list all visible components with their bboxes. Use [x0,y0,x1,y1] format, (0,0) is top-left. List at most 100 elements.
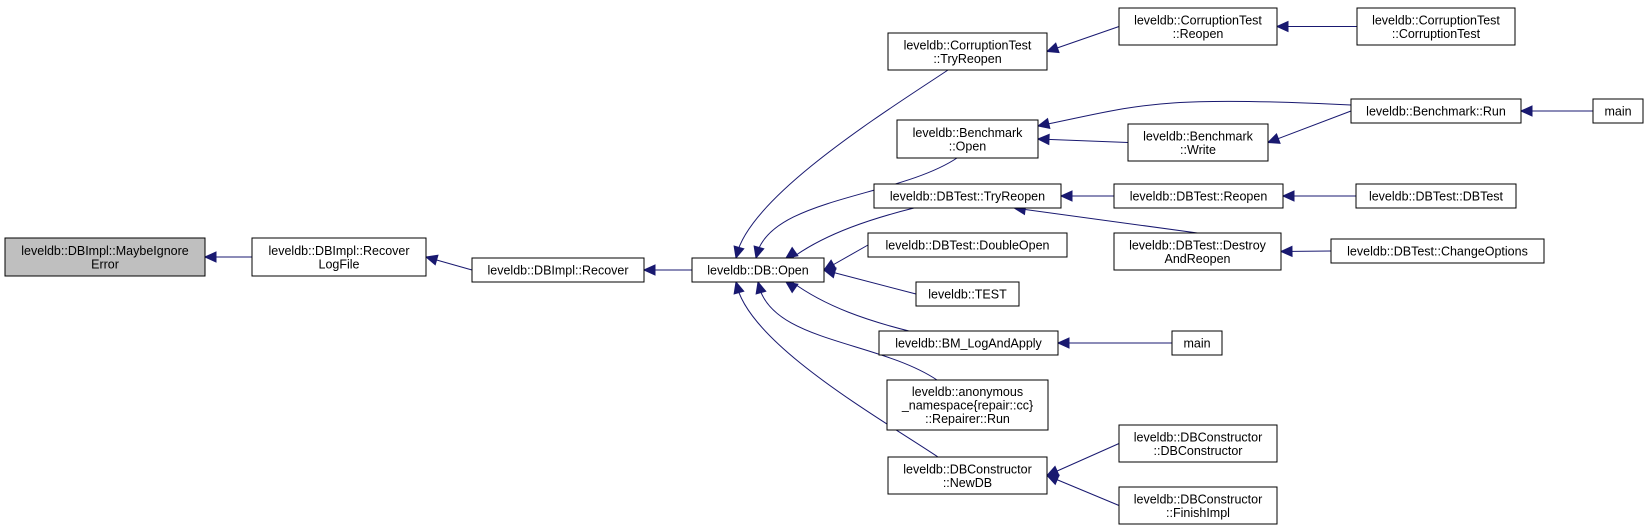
edge-recover-to-recoverlog [424,254,473,271]
node-label: leveldb::DBConstructor [903,462,1032,476]
node-box [873,183,1062,209]
arrowhead [1036,117,1051,130]
node-label: main [1183,337,1210,351]
node-ct_reopen[interactable]: leveldb::CorruptionTest::Reopen [1118,7,1278,46]
node-dbc_ctor[interactable]: leveldb::DBConstructor::DBConstructor [1118,424,1278,463]
arrowhead [785,281,799,294]
arrowhead [203,251,217,263]
node-box [1113,232,1282,271]
node-label: leveldb::DBTest::Destroy [1129,238,1267,252]
node-bm_write[interactable]: leveldb::Benchmark::Write [1127,123,1269,162]
node-ct_tryreopen[interactable]: leveldb::CorruptionTest::TryReopen [887,32,1048,71]
edge-main1-to-bm_run [1519,105,1593,117]
arrowhead [1045,474,1060,486]
node-label: leveldb::DBTest::DBTest [1369,190,1504,204]
node-label: ::DBConstructor [1154,444,1243,458]
node-dbt_doubleopen[interactable]: leveldb::DBTest::DoubleOpen [867,232,1068,258]
node-box [1330,238,1545,264]
edge-bm_write-to-bm_open [1036,133,1129,146]
edge-main2-to-bm_logapply [1056,337,1172,349]
node-label: leveldb::DBTest::DoubleOpen [886,239,1050,253]
node-dbt_dbtest[interactable]: leveldb::DBTest::DBTest [1355,183,1517,209]
node-label: leveldb::DBTest::ChangeOptions [1347,245,1528,259]
call-nodes: leveldb::DBImpl::MaybeIgnoreErrorleveldb… [4,7,1644,525]
arrowhead [1519,105,1533,117]
arrowhead [1059,190,1073,202]
node-dbt_changeopt[interactable]: leveldb::DBTest::ChangeOptions [1330,238,1545,264]
node-dbt_tryreopen[interactable]: leveldb::DBTest::TryReopen [873,183,1062,209]
node-label: leveldb::CorruptionTest [1372,13,1500,27]
node-label: leveldb::CorruptionTest [904,38,1032,52]
node-label: leveldb::anonymous [912,385,1023,399]
node-label: ::Write [1180,143,1216,157]
node-newdb[interactable]: leveldb::DBConstructor::NewDB [887,456,1048,495]
arrowhead [1281,190,1295,202]
node-recover[interactable]: leveldb::DBImpl::Recover [471,257,645,283]
edge-dbopen-to-recover [642,264,692,276]
node-dbopen[interactable]: leveldb::DB::Open [691,257,825,283]
node-box [4,237,206,277]
node-box [887,456,1048,495]
node-box [471,257,645,283]
node-label: ::Reopen [1173,27,1224,41]
arrowhead [1275,20,1289,33]
edge-dbt_reopen-to-dbt_tryreopen [1059,190,1114,202]
node-label: ::Open [949,139,987,153]
edge-dbt_changeopt-to-dbt_destroy [1279,245,1332,258]
node-label: leveldb::BM_LogAndApply [895,337,1042,351]
arrowhead [822,267,837,279]
node-label: ::Repairer::Run [925,412,1010,426]
node-label: leveldb::CorruptionTest [1134,13,1262,27]
arrowhead [733,280,745,295]
node-box [915,281,1020,307]
node-label: ::NewDB [943,476,992,490]
arrowhead [755,280,767,295]
node-box [886,379,1049,431]
arrowhead [1036,133,1050,146]
node-test[interactable]: leveldb::TEST [915,281,1020,307]
arrowhead [642,264,656,276]
node-label: leveldb::Benchmark [1143,129,1254,143]
node-label: leveldb::DBConstructor [1134,430,1263,444]
node-box [887,32,1048,71]
node-bm_open[interactable]: leveldb::Benchmark::Open [896,119,1039,159]
node-label: main [1604,105,1631,119]
arrowhead [424,254,439,266]
node-repairer[interactable]: leveldb::anonymous_namespace{repair::cc}… [886,379,1049,431]
node-box [1592,98,1644,124]
edge-ct_reopen-to-ct_tryreopen [1045,26,1120,54]
edge-newdb-to-dbopen [733,280,939,458]
node-box [251,237,427,277]
edge-bm_logapply-to-dbopen [785,281,910,332]
edge-test-to-dbopen [822,267,917,295]
arrowhead [785,246,799,259]
node-box [691,257,825,283]
node-label: ::TryReopen [933,52,1001,66]
node-bm_run[interactable]: leveldb::Benchmark::Run [1350,98,1522,124]
node-box [1356,7,1516,46]
node-label: leveldb::DBTest::Reopen [1130,190,1268,204]
node-dbt_reopen[interactable]: leveldb::DBTest::Reopen [1113,183,1284,209]
edge-dbc_finish-to-newdb [1045,474,1120,506]
edge-repairer-to-dbopen [755,280,938,381]
node-main1[interactable]: main [1592,98,1644,124]
node-label: _namespace{repair::cc} [901,399,1033,413]
node-dbc_finish[interactable]: leveldb::DBConstructor::FinishImpl [1118,486,1278,525]
arrowhead [1045,42,1060,54]
node-box [1113,183,1284,209]
edge-ct_ctor-to-ct_reopen [1275,20,1357,33]
node-box [1118,486,1278,525]
arrowhead [753,245,765,260]
edge-bm_run-to-bm_write [1266,110,1352,144]
node-bm_logapply[interactable]: leveldb::BM_LogAndApply [878,330,1059,356]
arrowhead [1056,337,1070,349]
node-label: leveldb::DBConstructor [1134,492,1263,506]
edge-ct_tryreopen-to-dbopen [733,69,949,260]
node-main2[interactable]: main [1171,330,1223,356]
node-ct_ctor[interactable]: leveldb::CorruptionTest::CorruptionTest [1356,7,1516,46]
edge-dbt_destroy-to-dbt_tryreopen [1013,203,1198,234]
edge-bm_run-to-bm_open [1036,100,1352,130]
